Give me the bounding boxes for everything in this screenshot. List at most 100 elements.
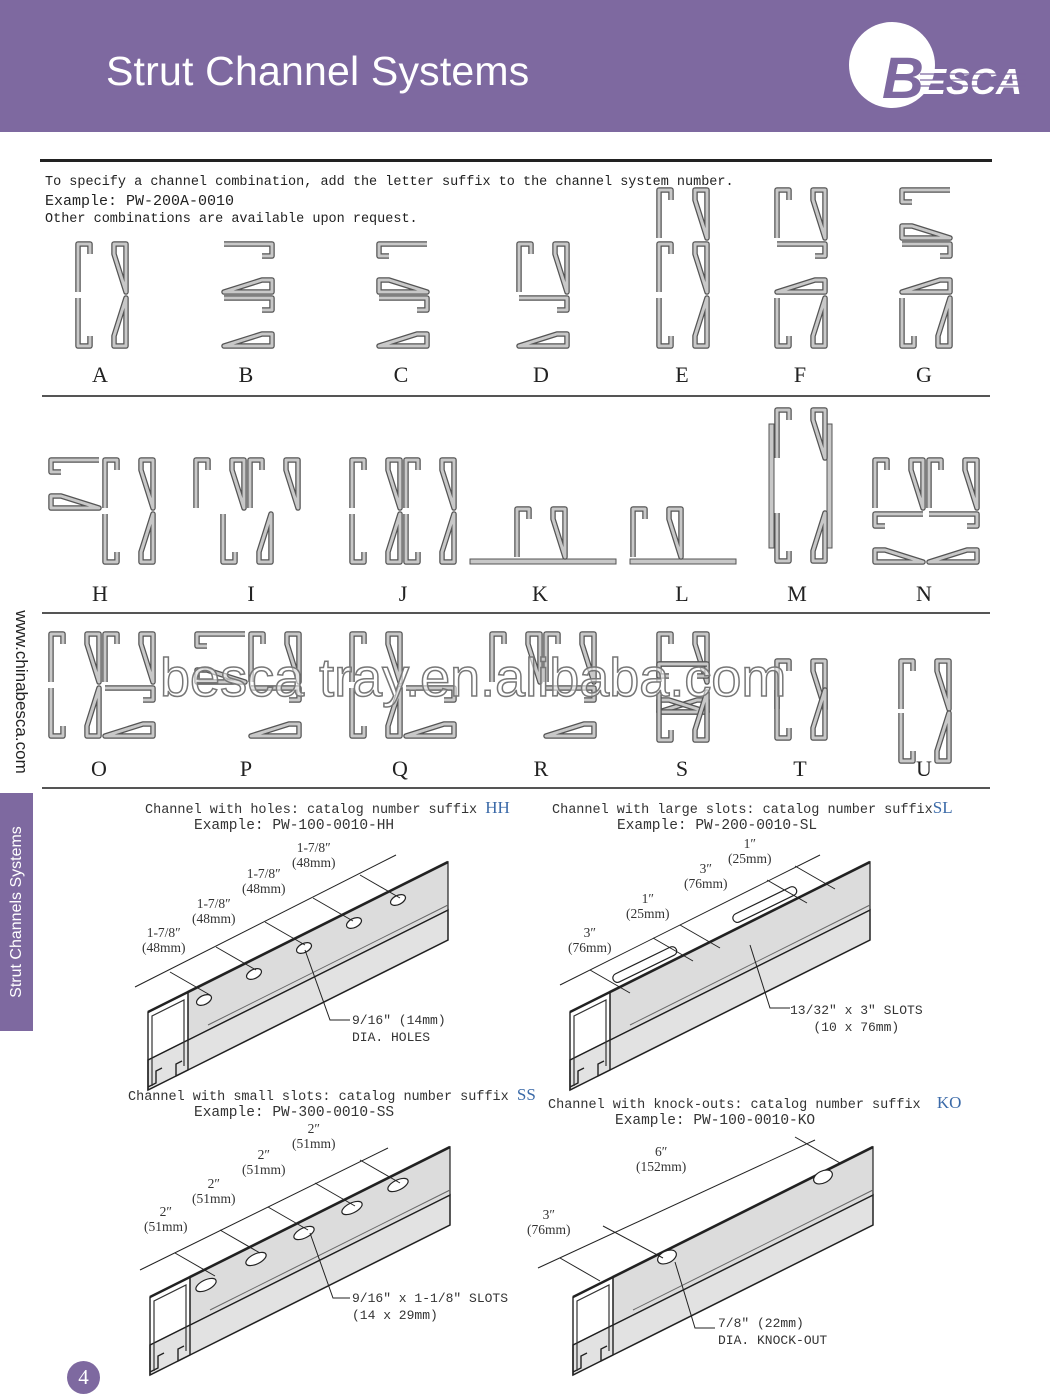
knockouts-caption-text: Channel with knock-outs: catalog number … [548, 1098, 921, 1113]
note-line: 9/16″ (14mm) [352, 1013, 446, 1028]
small-slots-caption: Channel with small slots: catalog number… [128, 1085, 536, 1105]
intro-line-3: Other combinations are available upon re… [45, 212, 418, 227]
dim-mm: (25mm) [626, 906, 670, 921]
note-line: (14 x 29mm) [352, 1308, 438, 1323]
dim-in: 1-7/8″ [146, 925, 181, 940]
combo-label-a: A [92, 362, 108, 387]
combo-label-n: N [916, 581, 932, 606]
combo-label-u: U [916, 756, 932, 781]
svg-text:ESCA: ESCA [922, 61, 1022, 102]
page-title: Strut Channel Systems [106, 48, 530, 94]
dim-mm: (51mm) [144, 1219, 188, 1234]
holes-dim-4: 1-7/8″(48mm) [292, 840, 336, 870]
holes-caption-text: Channel with holes: catalog number suffi… [145, 803, 478, 818]
row-divider-2 [42, 612, 990, 614]
large-slots-caption-text: Channel with large slots: catalog number… [552, 803, 933, 818]
large-slots-dim-2: 1″(25mm) [626, 891, 670, 921]
row-divider-1 [42, 395, 990, 397]
combo-label-q: Q [392, 756, 408, 781]
large-slots-dim-3: 3″(76mm) [684, 861, 728, 891]
combo-label-b: B [238, 362, 254, 387]
dim-mm: (76mm) [684, 876, 728, 891]
holes-dim-2: 1-7/8″(48mm) [192, 896, 236, 926]
combo-label-o: O [91, 756, 107, 781]
large-slots-caption: Channel with large slots: catalog number… [552, 798, 953, 818]
dim-mm: (48mm) [292, 855, 336, 870]
dim-in: 2″ [257, 1147, 270, 1162]
combo-label-p: P [239, 756, 253, 781]
knockouts-example: Example: PW-100-0010-KO [615, 1113, 816, 1129]
small-slots-dim-3: 2″(51mm) [242, 1147, 286, 1177]
row-divider-3 [42, 787, 990, 789]
dim-in: 1″ [641, 891, 654, 906]
small-slots-dim-2: 2″(51mm) [192, 1176, 236, 1206]
large-slots-example: Example: PW-200-0010-SL [617, 818, 818, 834]
note-line: 7/8″ (22mm) [718, 1316, 804, 1331]
small-slots-caption-text: Channel with small slots: catalog number… [128, 1090, 509, 1105]
combo-label-s: S [675, 756, 689, 781]
holes-note: 9/16″ (14mm)DIA. HOLES [352, 1012, 446, 1046]
combo-label-r: R [533, 756, 549, 781]
large-slots-suffix: SL [932, 798, 953, 817]
combo-label-c: C [393, 362, 409, 387]
large-slots-note: 13/32″ x 3″ SLOTS (10 x 76mm) [790, 1002, 923, 1036]
dim-mm: (76mm) [568, 940, 612, 955]
combo-label-t: T [793, 756, 807, 781]
small-slots-dim-1: 2″(51mm) [144, 1204, 188, 1234]
dim-in: 2″ [307, 1121, 320, 1136]
dim-in: 1-7/8″ [196, 896, 231, 911]
intro-text: To specify a channel combination, add th… [45, 174, 734, 230]
top-divider [40, 159, 992, 162]
large-slots-channel-drawing [568, 860, 872, 1092]
small-slots-suffix: SS [516, 1085, 536, 1104]
note-line: 13/32″ x 3″ SLOTS [790, 1003, 923, 1018]
knockouts-note: 7/8″ (22mm) DIA. KNOCK-OUT [718, 1315, 827, 1349]
holes-dim-3: 1-7/8″(48mm) [242, 866, 286, 896]
combo-label-h: H [92, 581, 108, 606]
dim-mm: (152mm) [636, 1159, 687, 1174]
dim-in: 2″ [159, 1204, 172, 1219]
dim-in: 1-7/8″ [246, 866, 281, 881]
large-slots-dim-4: 1″(25mm) [728, 836, 772, 866]
dim-in: 6″ [654, 1144, 668, 1159]
dim-mm: (51mm) [292, 1136, 336, 1151]
dim-mm: (48mm) [192, 911, 236, 926]
header-banner: Strut Channel Systems B ESCA [0, 0, 1050, 132]
dim-in: 2″ [207, 1176, 220, 1191]
combo-label-d: D [533, 362, 549, 387]
knockouts-suffix: KO [936, 1093, 962, 1112]
intro-line-1: To specify a channel combination, add th… [45, 175, 734, 190]
knockouts-caption: Channel with knock-outs: catalog number … [548, 1093, 961, 1113]
dim-in: 3″ [542, 1207, 555, 1222]
dim-in: 3″ [699, 861, 712, 876]
svg-text:B: B [882, 46, 924, 111]
page-number: 4 [67, 1361, 100, 1394]
small-slots-example: Example: PW-300-0010-SS [194, 1105, 395, 1121]
small-slots-dim-4: 2″(51mm) [292, 1121, 336, 1151]
dim-in: 3″ [583, 925, 596, 940]
knockouts-dim-2: 6″(152mm) [636, 1144, 686, 1174]
holes-suffix: HH [485, 798, 510, 817]
dim-in: 1″ [743, 836, 756, 851]
combo-label-f: F [793, 362, 807, 387]
combo-label-g: G [916, 362, 932, 387]
combo-label-j: J [398, 581, 408, 606]
besca-logo-icon: B ESCA [849, 22, 1026, 111]
section-tab: Strut Channels Systems [0, 793, 33, 1031]
note-line: (10 x 76mm) [813, 1020, 900, 1035]
combo-label-k: K [532, 581, 548, 606]
combo-label-l: L [675, 581, 689, 606]
dim-in: 1-7/8″ [296, 840, 331, 855]
knockouts-dim-1: 3″(76mm) [527, 1207, 571, 1237]
dim-mm: (25mm) [728, 851, 772, 866]
knockouts-channel-drawing [571, 1145, 875, 1377]
note-line: 9/16″ x 1-1/8″ SLOTS [352, 1291, 509, 1306]
holes-dim-1: 1-7/8″(48mm) [142, 925, 186, 955]
note-line: DIA. KNOCK-OUT [718, 1333, 828, 1348]
dim-mm: (76mm) [527, 1222, 571, 1237]
intro-example: Example: PW-200A-0010 [45, 192, 235, 210]
small-slots-note: 9/16″ x 1-1/8″ SLOTS (14 x 29mm) [352, 1290, 508, 1324]
holes-example: Example: PW-100-0010-HH [194, 818, 395, 834]
small-slots-channel-drawing [148, 1145, 452, 1377]
